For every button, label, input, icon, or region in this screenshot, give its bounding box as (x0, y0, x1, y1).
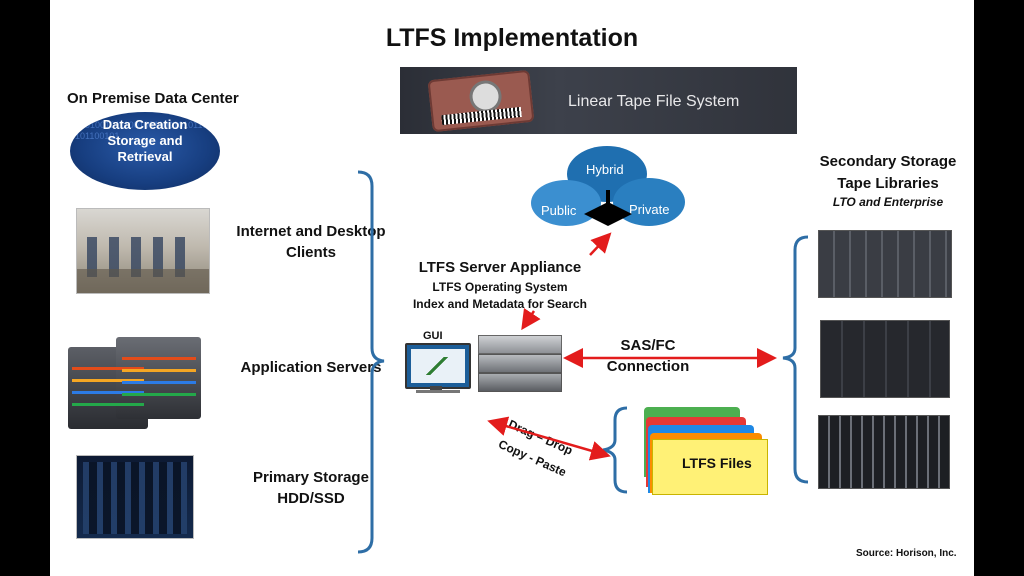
primary-storage-label: Primary Storage HDD/SSD (253, 469, 369, 507)
ltfs-files-folders: LTFS Files (638, 405, 768, 495)
right-bracket (782, 235, 809, 484)
clients-label: Internet and Desktop Clients (236, 223, 386, 261)
appliance-arrow (521, 307, 541, 331)
lto-enterprise-subtitle: LTO and Enterprise (832, 195, 944, 209)
server-appliance-image (478, 335, 562, 392)
data-center-heading: On Premise Data Center (67, 90, 239, 107)
diagram-connectors (357, 170, 809, 554)
cloud-bidirectional-arrow (584, 190, 632, 226)
tape-library-2-image (820, 320, 950, 398)
appliance-os: LTFS Operating System (432, 280, 568, 294)
cloud-hybrid-label: Hybrid (586, 162, 624, 177)
app-servers-label: Application Servers (240, 359, 382, 376)
tape-libraries-title: Tape Libraries (837, 175, 939, 192)
gui-label: GUI (423, 330, 443, 342)
appliance-title: LTFS Server Appliance (418, 259, 582, 276)
primary-storage-image (76, 455, 194, 539)
cloud-private-label: Private (629, 202, 670, 217)
slide: LTFS Implementation Linear Tape File Sys… (50, 0, 974, 576)
page-title: LTFS Implementation (385, 24, 639, 52)
computer-lab-image (76, 208, 210, 294)
left-bracket (357, 170, 385, 554)
cloud-arrow (589, 232, 612, 256)
secondary-storage-title: Secondary Storage (819, 153, 957, 170)
application-server-image (68, 335, 203, 430)
ltfs-banner: Linear Tape File System (400, 67, 797, 134)
ltfs-files-label: LTFS Files (682, 455, 752, 471)
banner-title: Linear Tape File System (568, 93, 740, 110)
binary-pattern: 1010100101110010011001010110100101100101 (70, 120, 218, 141)
data-oval: 1010100101110010011001010110100101100101… (70, 112, 220, 190)
tape-library-3-image (818, 415, 950, 489)
appliance-index: Index and Metadata for Search (412, 297, 588, 311)
drag-drop-arrow (487, 416, 611, 461)
oval-caption: Data Creation Storage and Retrieval (102, 117, 188, 164)
cloud-public-label: Public (541, 203, 577, 218)
tape-library-1-image (818, 230, 952, 298)
source-credit: Source: Horison, Inc. (856, 548, 957, 559)
center-bracket (602, 406, 628, 494)
